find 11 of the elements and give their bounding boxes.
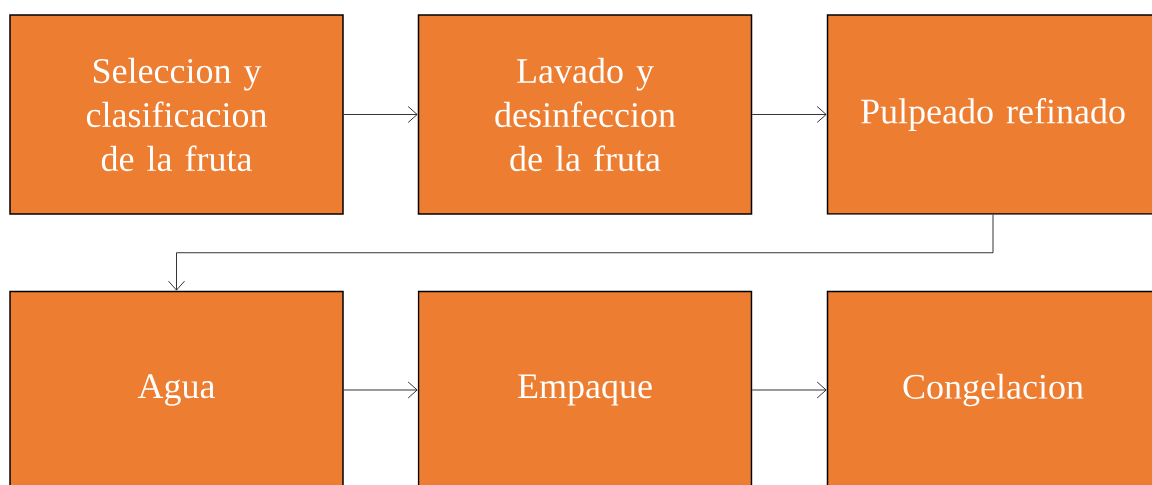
arrow [168, 214, 994, 291]
process-box: Congelacion [826, 290, 1152, 485]
arrow [751, 381, 827, 399]
arrow [343, 106, 418, 123]
process-box: Lavado y desinfeccion de la fruta [417, 14, 753, 215]
process-box: Agua [9, 290, 344, 485]
arrow [343, 381, 418, 399]
process-box: Empaque [417, 290, 753, 485]
process-box: Seleccion y clasificacion de la fruta [9, 14, 344, 215]
process-box: Pulpeado refinado [826, 14, 1152, 215]
arrow [751, 106, 827, 123]
